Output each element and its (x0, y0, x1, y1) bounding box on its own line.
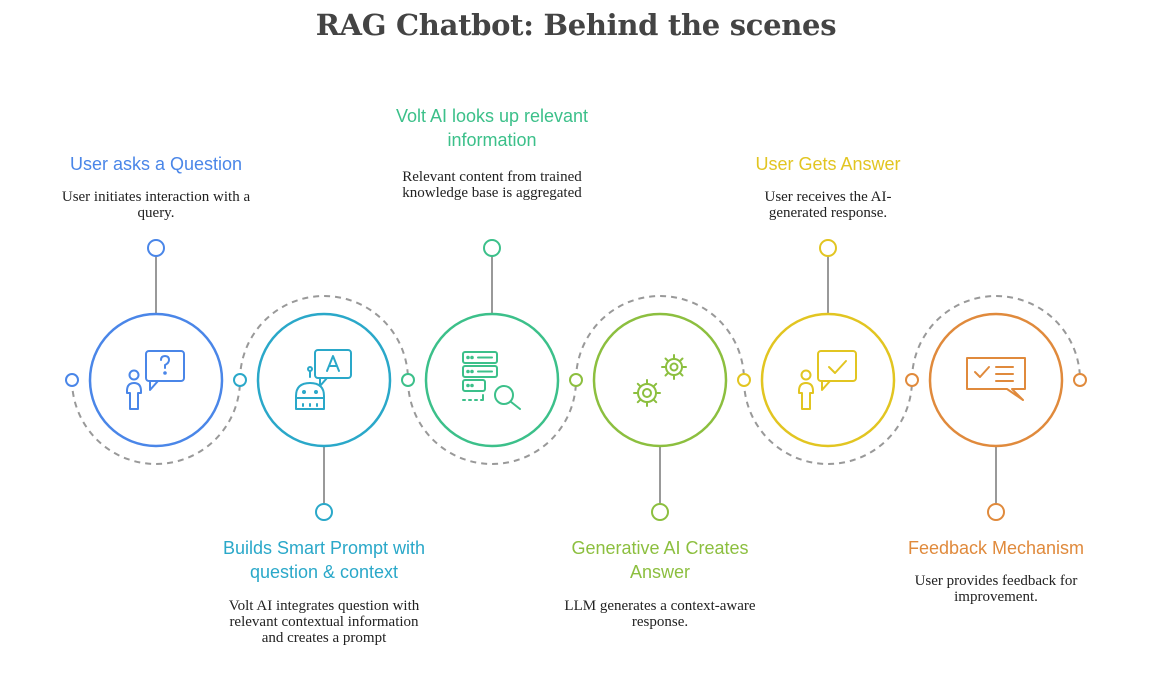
step-5-title: User Gets Answer (755, 154, 901, 174)
pin-4 (651, 503, 669, 521)
arc-2 (239, 295, 409, 381)
feedback-checklist-icon (966, 357, 1026, 401)
step-1-description: User initiates interaction with a query. (61, 189, 251, 221)
page-title: RAG Chatbot: Behind the scenes (315, 8, 837, 42)
step-4-title: Generative AI Creates Answer (571, 538, 749, 582)
arc-5 (743, 379, 913, 465)
junction-dot (233, 373, 247, 387)
step-1-title: User asks a Question (69, 154, 243, 174)
stems (147, 239, 1005, 521)
step-3-description: Relevant content from trained knowledge … (402, 169, 582, 201)
step-3-circle (424, 312, 560, 448)
junction-dots (65, 373, 1087, 387)
pin-2 (315, 503, 333, 521)
pin-6 (987, 503, 1005, 521)
junction-dot (401, 373, 415, 387)
step-3-title: Volt AI looks up relevant information (395, 106, 589, 150)
arc-6 (911, 295, 1081, 381)
pin-3 (483, 239, 501, 257)
junction-dot (905, 373, 919, 387)
robot-chat-icon (295, 349, 352, 410)
step-2-description: Volt AI integrates question with relevan… (228, 598, 420, 646)
step-4-circle (592, 312, 728, 448)
user-check-icon (798, 350, 857, 410)
arc-4 (575, 295, 745, 381)
step-4-description: LLM generates a context-aware response. (564, 598, 756, 630)
pin-5 (819, 239, 837, 257)
user-question-icon (126, 350, 185, 410)
database-search-icon (462, 351, 521, 410)
arc-3 (407, 379, 577, 465)
junction-dot (569, 373, 583, 387)
step-6-title: Feedback Mechanism (907, 538, 1085, 558)
junction-dot (65, 373, 79, 387)
step-2-title: Builds Smart Prompt with question & cont… (222, 538, 426, 582)
junction-dot (1073, 373, 1087, 387)
gears-icon (633, 354, 687, 407)
arc-1 (71, 379, 241, 465)
step-6-description: User provides feedback for improvement. (914, 573, 1078, 605)
dashed-connectors (71, 295, 1081, 465)
junction-dot (737, 373, 751, 387)
pin-1 (147, 239, 165, 257)
step-5-description: User receives the AI-generated response. (764, 189, 892, 221)
